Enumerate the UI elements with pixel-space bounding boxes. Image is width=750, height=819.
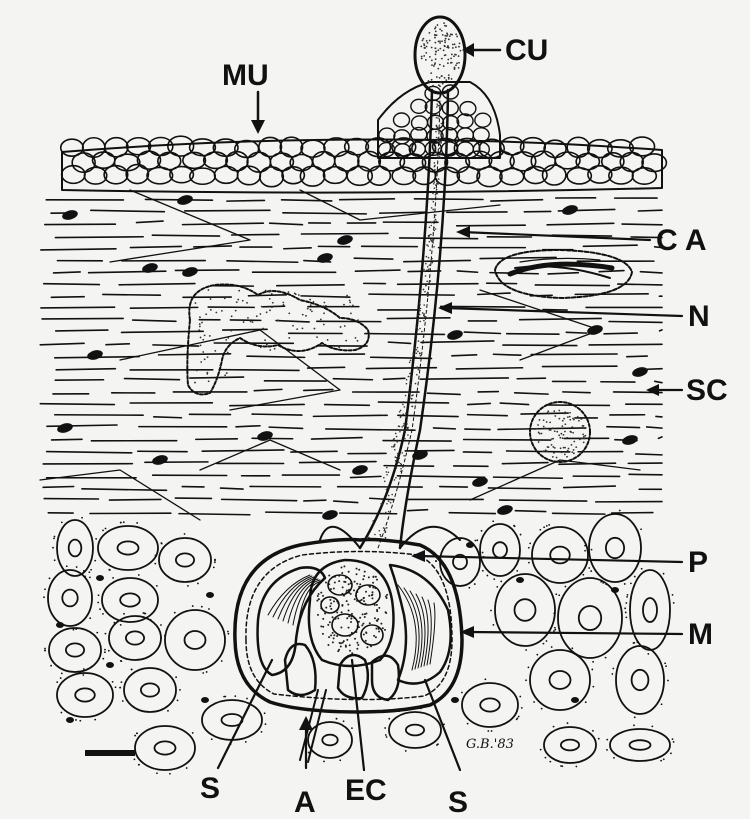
stratum-compactum — [40, 190, 662, 521]
label-sc: SC — [686, 374, 728, 407]
label-ec: EC — [345, 774, 387, 807]
label-s-right: S — [448, 786, 468, 819]
artist-signature: G.B.'83 — [466, 737, 514, 752]
label-m: M — [688, 618, 713, 651]
round-cell — [530, 402, 590, 462]
label-s-left: S — [200, 772, 220, 805]
label-cu: CU — [505, 34, 548, 67]
label-n: N — [688, 300, 710, 333]
label-ca: C A — [656, 224, 707, 257]
label-mu: MU — [222, 59, 269, 92]
label-a: A — [294, 786, 316, 819]
label-p: P — [688, 546, 708, 579]
epidermal-cell-layer — [43, 510, 674, 775]
mucus-layer — [61, 82, 667, 193]
scale-bar — [85, 750, 135, 756]
neuromast — [235, 540, 462, 762]
